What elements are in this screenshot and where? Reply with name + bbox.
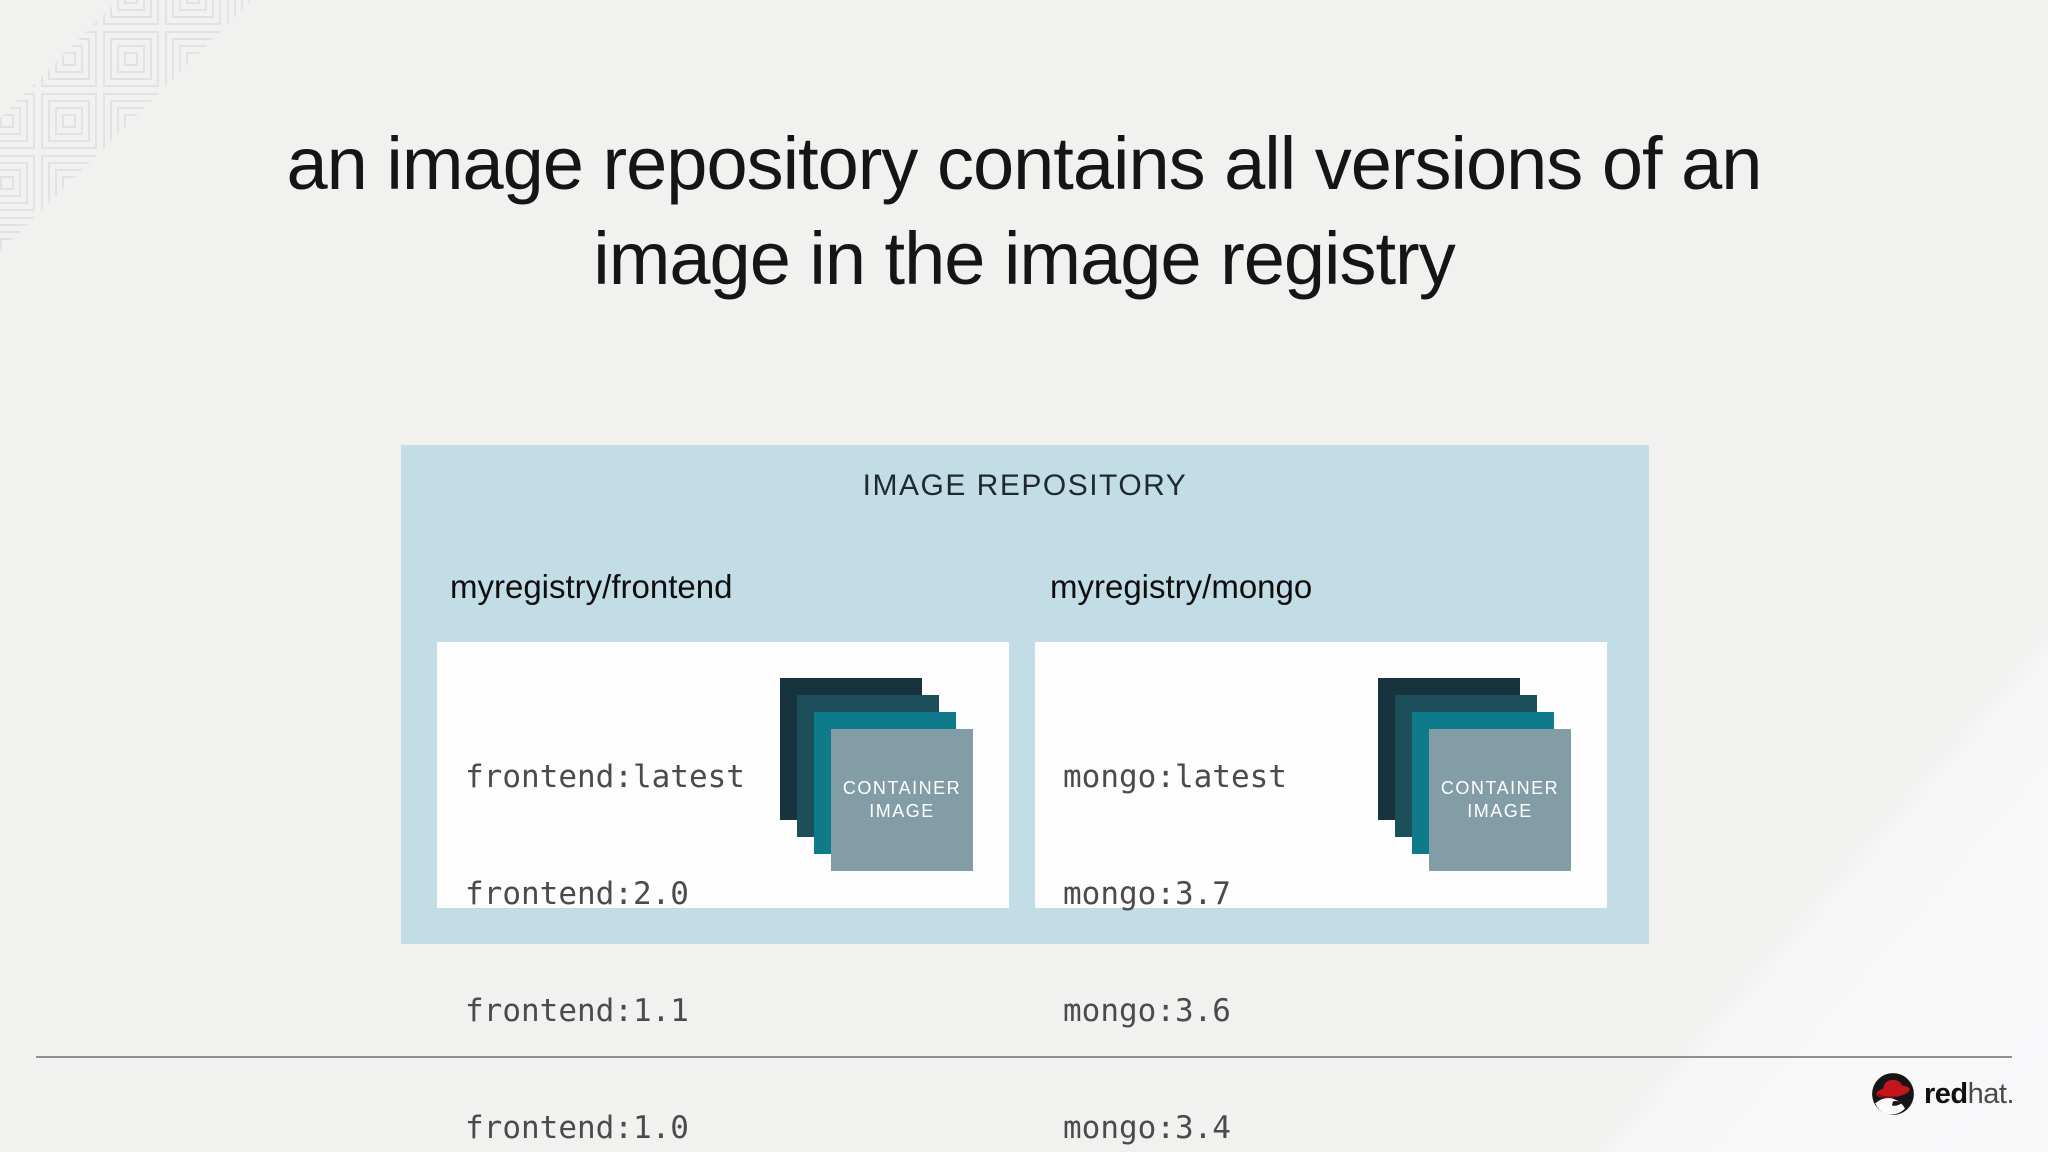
repo-name-frontend: myregistry/frontend [450, 568, 733, 605]
repo-card-mongo: mongo:latest mongo:3.7 mongo:3.6 mongo:3… [1035, 642, 1607, 1146]
tag-list-mongo: mongo:latest mongo:3.7 mongo:3.6 mongo:3… [1063, 680, 1287, 1152]
slide-title: an image repository contains all version… [0, 116, 2048, 306]
image-tag: mongo:latest [1063, 759, 1287, 795]
image-repository-heading: IMAGE REPOSITORY [862, 469, 1188, 502]
repo-name-mongo: myregistry/mongo [1050, 568, 1313, 605]
redhat-wordmark: redhat. [1924, 1077, 2015, 1111]
shadowman-icon [1872, 1073, 1914, 1115]
redhat-logo: redhat. [1870, 1071, 2015, 1117]
image-tag: frontend:latest [465, 759, 745, 795]
footer-divider [36, 1056, 2012, 1058]
redhat-wordmark-hat: hat. [1967, 1077, 2015, 1110]
container-image-stack: CONTAINER IMAGE [780, 678, 974, 872]
slide-title-line-2: image in the image registry [593, 217, 1455, 300]
repo-card-frontend: frontend:latest frontend:2.0 frontend:1.… [437, 642, 1009, 1146]
container-image-front: CONTAINER IMAGE [831, 729, 973, 871]
container-image-label-line-1: CONTAINER [842, 778, 962, 798]
container-image-front: CONTAINER IMAGE [1429, 729, 1571, 871]
image-tag: mongo:3.7 [1063, 876, 1231, 912]
container-image-label-line-2: IMAGE [1467, 801, 1533, 821]
image-repository-panel: IMAGE REPOSITORY myregistry/frontend myr… [401, 445, 1649, 1146]
container-image-label-line-1: CONTAINER [1440, 778, 1560, 798]
redhat-wordmark-red: red [1924, 1077, 1968, 1110]
image-tag: frontend:2.0 [465, 876, 689, 912]
container-image-stack: CONTAINER IMAGE [1378, 678, 1572, 872]
image-tag: frontend:1.1 [465, 993, 689, 1029]
slide-title-line-1: an image repository contains all version… [286, 122, 1763, 205]
container-image-label-line-2: IMAGE [869, 801, 935, 821]
concentric-squares-pattern-icon [0, 0, 252, 252]
image-tag: mongo:3.6 [1063, 993, 1231, 1029]
image-tag: frontend:1.0 [465, 1110, 689, 1146]
image-tag: mongo:3.4 [1063, 1110, 1231, 1146]
tag-list-frontend: frontend:latest frontend:2.0 frontend:1.… [465, 680, 745, 1152]
